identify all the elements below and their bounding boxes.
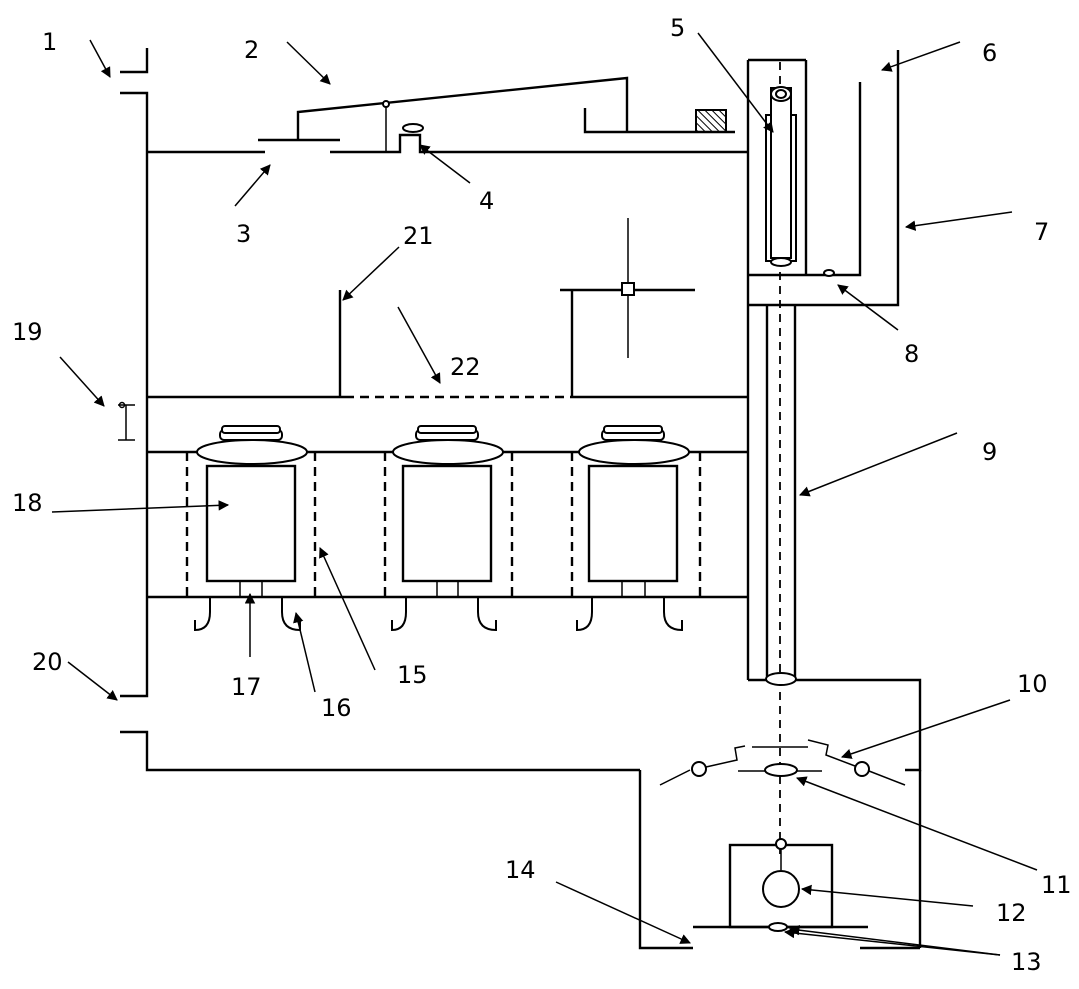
arrow-12 [800,884,974,907]
arrow-1 [89,39,111,78]
label-2: 2 [244,36,259,64]
label-10: 10 [1017,670,1048,698]
label-22: 22 [450,353,481,381]
label-5: 5 [670,14,685,42]
label-11: 11 [1041,871,1072,899]
label-21: 21 [403,222,434,250]
label-16: 16 [321,694,352,722]
label-20: 20 [32,648,63,676]
right-column [746,50,922,860]
main-housing [120,48,748,772]
label-1: 1 [42,28,57,56]
arrow-22 [397,306,441,384]
label-3: 3 [236,220,251,248]
label-12: 12 [996,899,1027,927]
filter-module-1 [185,425,317,632]
arrow-13b [783,927,1001,956]
arrow-18 [51,500,230,513]
label-7: 7 [1034,218,1049,246]
arrow-6 [881,41,961,72]
lower-assembly [638,739,922,950]
arrow-5 [697,32,774,133]
arrow-11 [796,776,1038,871]
arrow-8 [837,284,899,331]
label-6: 6 [982,39,997,67]
arrow-20 [67,661,118,701]
arrow-14 [555,881,691,944]
label-17: 17 [231,673,262,701]
arrow-19 [59,356,105,407]
label-13: 13 [1011,948,1042,976]
arrow-9 [799,432,958,497]
label-14: 14 [505,856,536,884]
arrow-3 [234,164,271,207]
label-15: 15 [397,661,428,689]
support-frame [338,218,695,397]
leader-arrows [51,32,1038,956]
arrow-16 [293,611,316,693]
arrow-4 [419,144,471,184]
filter-module-3 [570,425,702,632]
label-18: 18 [12,489,43,517]
arrow-7 [904,211,1013,231]
bracket-19 [118,401,135,441]
label-4: 4 [479,187,494,215]
filter-module-2 [383,425,514,632]
arrow-10 [841,699,1011,759]
weight-block [695,109,727,133]
top-cover [258,76,735,152]
arrow-21 [342,246,400,301]
arrow-15 [319,547,376,671]
label-8: 8 [904,340,919,368]
arrow-2 [286,41,331,85]
label-9: 9 [982,438,997,466]
callout-labels: 1 2 3 4 5 6 7 8 9 10 11 12 13 14 15 16 1… [12,14,1072,976]
label-19: 19 [12,318,43,346]
